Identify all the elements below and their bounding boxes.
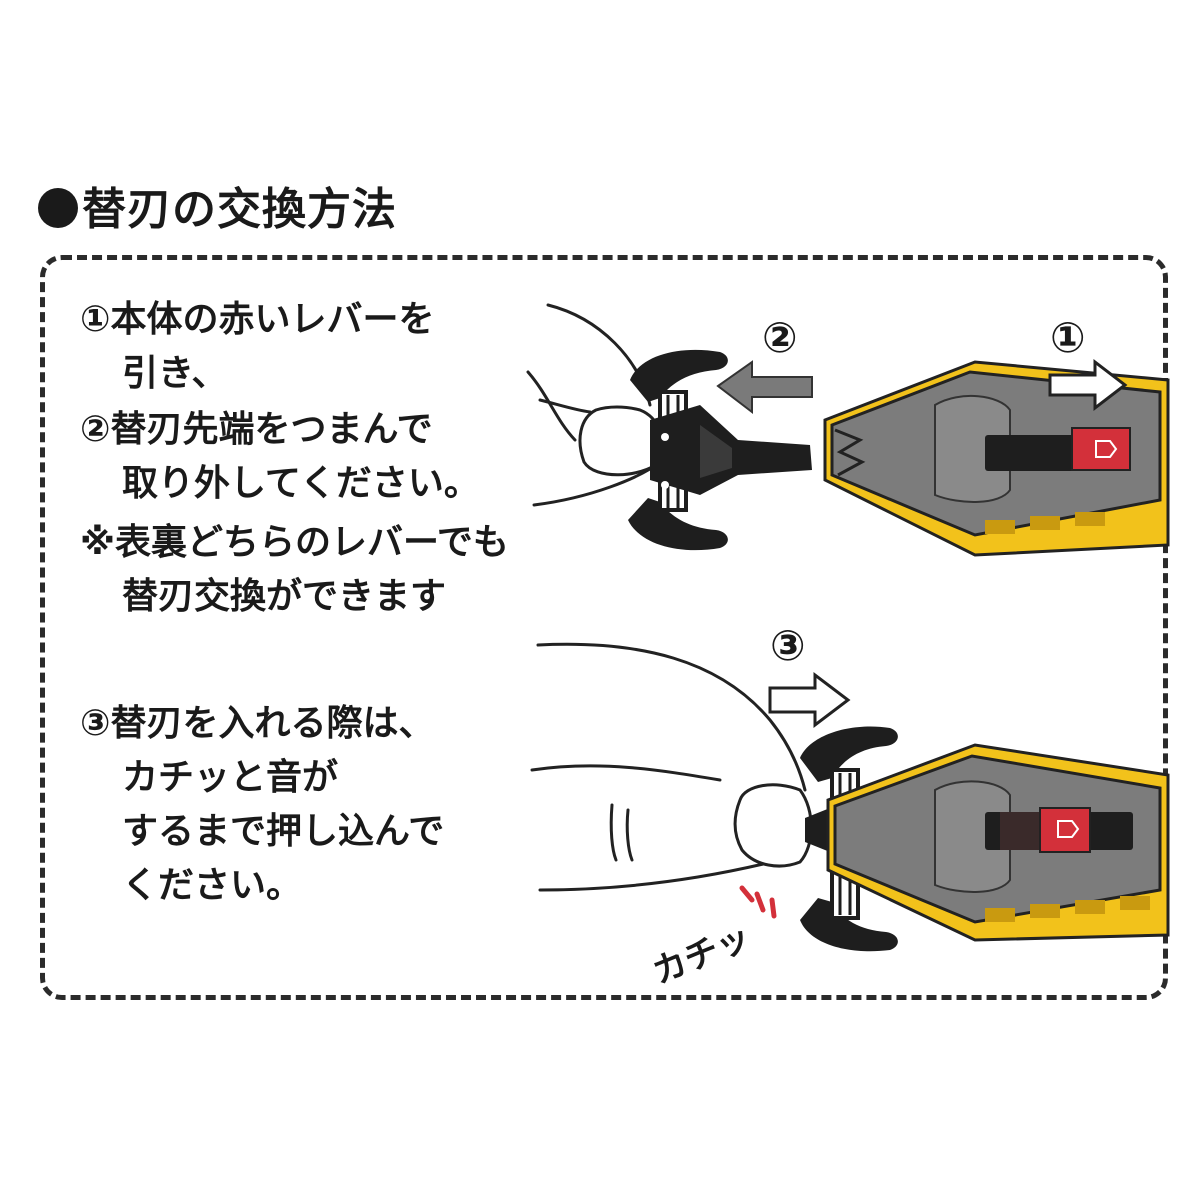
dot-icon	[38, 188, 78, 228]
step-3-line-1: ③替刃を入れる際は、	[80, 703, 435, 744]
step-1-line-1: ①本体の赤いレバーを	[80, 299, 435, 340]
step-1-text: ①本体の赤いレバーを 引き、	[80, 293, 434, 401]
marker-2: ②	[762, 313, 798, 362]
step-1-line-2: 引き、	[122, 353, 228, 394]
hand-illustration-top	[526, 303, 664, 507]
instruction-frame	[40, 255, 1168, 1000]
note-line-1: ※表裏どちらのレバーでも	[80, 522, 509, 563]
left-arrow-icon	[716, 360, 813, 415]
step-3-text: ③替刃を入れる際は、 カチッと音が するまで押し込んで ください。	[80, 697, 444, 913]
note-line-2: 替刃交換ができます	[122, 576, 447, 617]
step-2-line-2: 取り外してください。	[122, 463, 480, 504]
page-title: 替刃の交換方法	[38, 180, 397, 240]
cutter-body-illustration-bottom	[826, 743, 1170, 942]
step-2-line-1: ②替刃先端をつまんで	[80, 409, 433, 450]
right-arrow-icon	[768, 671, 851, 729]
marker-3: ③	[770, 621, 806, 670]
step-2-text: ②替刃先端をつまんで 取り外してください。	[80, 403, 480, 511]
note-text: ※表裏どちらのレバーでも 替刃交換ができます	[80, 516, 509, 624]
sound-label: カチッ	[647, 917, 757, 992]
right-arrow-icon	[1048, 358, 1128, 412]
click-sound-marks	[739, 885, 777, 919]
blade-illustration-top	[628, 349, 812, 551]
step-3-line-2: カチッと音が	[122, 757, 339, 798]
hand-illustration-bottom	[530, 642, 813, 892]
step-3-line-4: ください。	[122, 865, 303, 906]
marker-1: ①	[1050, 313, 1086, 362]
step-3-line-3: するまで押し込んで	[122, 811, 445, 852]
title-text: 替刃の交換方法	[82, 184, 397, 235]
cutter-body-illustration-top	[823, 360, 1170, 557]
